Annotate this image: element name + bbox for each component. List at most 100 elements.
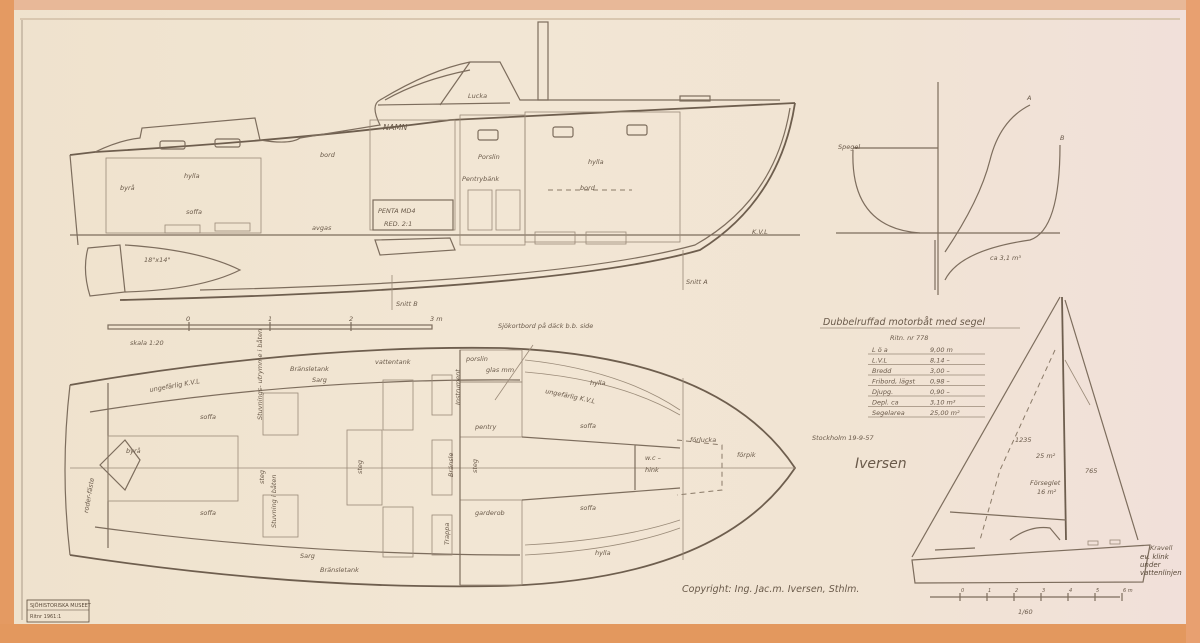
svg-text:Bränsletank: Bränsletank [290,365,329,373]
svg-text:Ritnr 1961:1: Ritnr 1961:1 [30,614,61,620]
svg-text:Instrument: Instrument [454,369,462,405]
svg-text:porslin: porslin [465,355,488,363]
svg-text:avgas: avgas [312,224,332,232]
spec-value: 3,10 m³ [930,399,956,407]
scale-tick-label: 4 [1069,588,1072,594]
sail-scale-bar: 0 1 2 3 4 5 6 m [959,588,1133,601]
place-date: Stockholm 19-9-57 [812,434,875,442]
svg-text:soffa: soffa [580,504,596,512]
hull-construction-note-text: ev. klink under vattenlinjen [1140,553,1182,577]
svg-text:Kravell: Kravell [1150,544,1173,552]
spec-label: Fribord, lägst [872,378,916,386]
svg-text:byrå: byrå [126,446,141,455]
svg-text:steg: steg [471,459,479,473]
svg-text:1: 1 [268,315,272,323]
svg-text:765: 765 [1085,467,1097,475]
spec-label: Depl. ca [872,399,899,407]
svg-text:Spegel: Spegel [838,143,860,151]
svg-text:0: 0 [186,315,190,323]
svg-text:pentry: pentry [474,423,496,431]
section-diagram: Spegel A B ca 3,1 m³ [836,82,1065,295]
spec-label: Djupg. [872,388,893,396]
right-border [1186,0,1200,643]
svg-text:Pentrybänk: Pentrybänk [462,175,499,183]
svg-text:skala 1:20: skala 1:20 [130,339,164,347]
profile-view [69,21,800,310]
svg-text:A: A [1026,94,1031,102]
spec-value: 3,00 – [930,367,950,375]
svg-text:NAMN: NAMN [383,123,407,132]
svg-text:16 m²: 16 m² [1037,488,1057,496]
svg-text:2: 2 [349,315,353,323]
svg-text:hylla: hylla [590,379,606,387]
svg-text:1235: 1235 [1015,436,1032,444]
svg-text:1/60: 1/60 [1018,608,1033,616]
scale-tick-label: 5 [1096,588,1099,594]
svg-text:K.V.L: K.V.L [752,228,768,236]
svg-text:soffa: soffa [200,413,216,421]
svg-text:ungefärlig K.V.L: ungefärlig K.V.L [545,387,597,405]
left-border [0,0,14,643]
svg-text:förlucka: förlucka [690,436,716,444]
copyright: Copyright: Ing. Jac.m. Iversen, Sthlm. [682,584,859,595]
svg-text:garderob: garderob [475,509,505,517]
scale-tick-label: 3 [1042,588,1045,594]
scale-tick-label: 1 [988,588,991,594]
profile-labels: NAMN Lucka bord hylla byrå soffa PENTA M… [120,92,768,308]
museum-stamp: SJÖHISTORISKA MUSEET Ritnr 1961:1 [26,599,92,623]
svg-text:bord: bord [320,151,336,159]
spec-label: L ö a [872,346,888,354]
svg-text:Sjökortbord på däck b.b. side: Sjökortbord på däck b.b. side [498,321,593,330]
scale-bar-1-20: 0 1 2 3 m skala 1:20 [107,315,443,347]
svg-text:hylla: hylla [588,158,604,166]
svg-text:Trappa: Trappa [443,523,451,545]
spec-value: 25,00 m² [930,409,960,417]
svg-text:vattentank: vattentank [375,358,411,366]
spec-value: 0,90 – [930,388,950,396]
svg-text:18"x14": 18"x14" [144,256,170,264]
svg-text:25 m²: 25 m² [1036,452,1056,460]
plan-view [64,344,797,588]
spec-label: L.V.L [872,357,887,365]
svg-text:Porslin: Porslin [478,153,500,161]
signature: Iversen [855,456,907,472]
svg-text:soffa: soffa [200,509,216,517]
hull-construction-note: ev. klink under vattenlinjen [1140,553,1182,577]
svg-text:steg: steg [356,460,364,474]
top-border [0,0,1200,10]
svg-text:steg: steg [258,470,266,484]
svg-text:RED. 2:1: RED. 2:1 [384,220,412,228]
svg-text:glas mm: glas mm [486,366,514,374]
svg-text:ungefärlig K.V.L: ungefärlig K.V.L [149,377,201,394]
bottom-border [0,624,1200,643]
svg-text:3 m: 3 m [430,315,443,323]
spec-label: Segelarea [872,409,905,417]
spec-value: 0,98 – [930,378,950,386]
drawing-number: Ritn. nr 778 [890,334,928,342]
svg-text:Snitt A: Snitt A [686,278,708,286]
svg-text:Sarg: Sarg [312,376,327,384]
svg-text:byrå: byrå [120,183,135,192]
svg-text:förpik: förpik [737,451,756,459]
svg-text:B: B [1060,134,1065,142]
svg-text:roder-fäste: roder-fäste [82,477,96,514]
svg-text:Stuvnings- utrymme i båten: Stuvnings- utrymme i båten [255,329,264,420]
svg-text:bord: bord [580,184,596,192]
scale-tick-label: 6 m [1123,588,1133,594]
svg-text:soffa: soffa [186,208,202,216]
drawing-title: Dubbelruffad motorbåt med segel [823,317,985,328]
svg-text:Lucka: Lucka [468,92,487,100]
svg-text:Stuvning i båten: Stuvning i båten [269,474,278,528]
svg-text:Bränsle: Bränsle [447,453,455,477]
sail-plan: 1235 25 m² Förseglet 16 m² 765 Kravell e… [911,296,1182,616]
svg-text:hink: hink [645,466,659,474]
scale-tick-label: 0 [961,588,964,594]
spec-value: 9,00 m [930,346,953,354]
svg-text:PENTA MD4: PENTA MD4 [378,207,416,215]
scale-tick-label: 2 [1015,588,1018,594]
svg-text:ca 3,1 m³: ca 3,1 m³ [990,254,1021,262]
svg-text:Förseglet: Förseglet [1030,479,1061,487]
